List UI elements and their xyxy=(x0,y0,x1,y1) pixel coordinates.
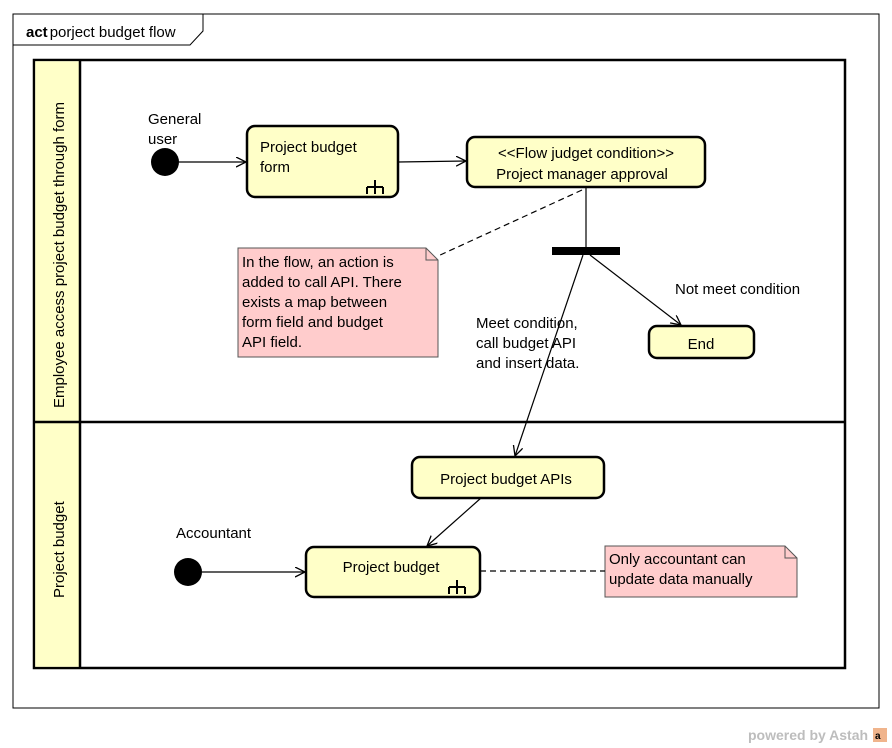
action-text-line: Project budget xyxy=(260,139,358,156)
note-anchor-approval xyxy=(437,189,583,257)
action-text-line: End xyxy=(688,336,715,353)
note-text-line: form field and budget xyxy=(242,314,384,331)
action-project-budget: Project budget xyxy=(304,545,482,599)
note-text-line: exists a map between xyxy=(242,294,387,311)
action-project-budget-form: Project budget form xyxy=(245,124,400,199)
action-end: End xyxy=(647,324,756,360)
action-text-line: Project manager approval xyxy=(496,166,668,183)
action-project-budget-apis: Project budget APIs xyxy=(410,455,606,500)
general-user-label-line2: user xyxy=(148,131,177,148)
action-text-line: <<Flow judget condition>> xyxy=(498,145,674,162)
note-text-line: Only accountant can xyxy=(609,551,746,568)
edge-label-meet-line3: and insert data. xyxy=(476,355,579,372)
edge-label-not-meet: Not meet condition xyxy=(675,281,800,298)
edge-form-to-approval xyxy=(397,161,466,162)
edge-label-meet-line2: call budget API xyxy=(476,335,576,352)
note-api-mapping: In the flow, an action is added to call … xyxy=(237,247,439,358)
lane-label-employee: Employee access project budget through f… xyxy=(51,102,68,408)
action-text-line: Project budget APIs xyxy=(440,471,572,488)
subactivity-rake-icon xyxy=(366,180,384,194)
svg-text:a: a xyxy=(875,731,881,742)
edge-apis-to-budget xyxy=(427,497,482,546)
swimlane-partition: Employee access project budget through f… xyxy=(32,58,847,670)
note-accountant-only: Only accountant can update data manually xyxy=(604,545,798,598)
general-user-label-line1: General xyxy=(148,111,201,128)
action-text-line: form xyxy=(260,159,290,176)
astah-logo-icon: a xyxy=(873,728,887,742)
diagram-frame xyxy=(12,13,880,709)
frame-tab xyxy=(13,14,204,46)
accountant-label: Accountant xyxy=(176,525,252,542)
edge-fork-to-apis xyxy=(515,254,584,456)
initial-node-accountant xyxy=(174,558,202,586)
partition-border xyxy=(32,58,847,670)
action-flow-judge-condition: <<Flow judget condition>> Project manage… xyxy=(465,135,707,189)
fork-bar xyxy=(552,247,620,255)
action-text-line: Project budget xyxy=(343,559,441,576)
note-text-line: API field. xyxy=(242,334,302,351)
lane-header-strip xyxy=(35,61,80,667)
note-text-line: update data manually xyxy=(609,571,753,588)
initial-node-general-user xyxy=(151,148,179,176)
note-text-line: In the flow, an action is xyxy=(242,254,394,271)
note-text-line: added to call API. There xyxy=(242,274,402,291)
edge-fork-to-end xyxy=(589,254,681,325)
edge-label-meet-line1: Meet condition, xyxy=(476,315,578,332)
lane-label-project-budget: Project budget xyxy=(51,500,68,598)
watermark-text: powered by Astah xyxy=(748,727,868,743)
subactivity-rake-icon xyxy=(448,580,466,594)
